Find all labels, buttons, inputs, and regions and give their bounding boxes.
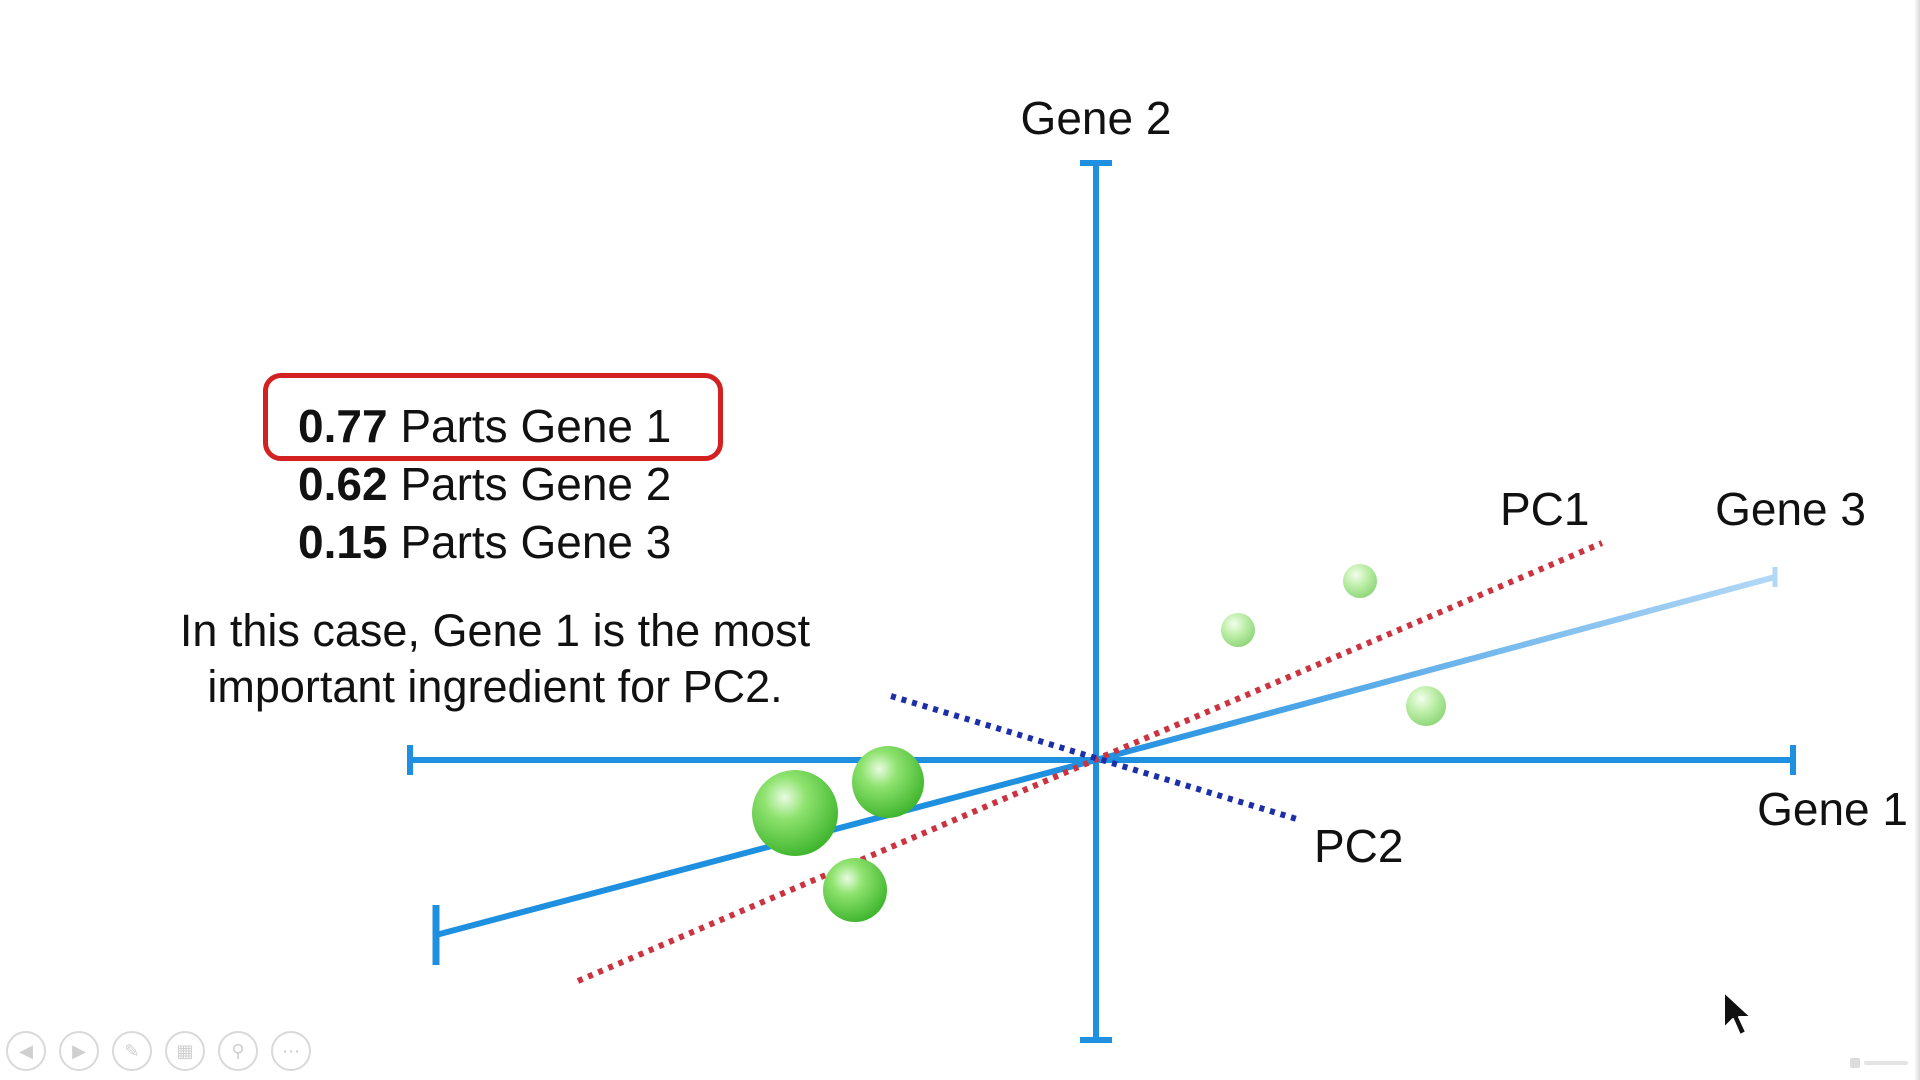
- next-icon[interactable]: ▶: [59, 1031, 99, 1071]
- previous-icon[interactable]: ◀: [6, 1031, 46, 1071]
- data-point: [1221, 613, 1255, 647]
- explanation-line-1: In this case, Gene 1 is the most: [179, 605, 811, 656]
- gene1-label: Gene 1: [1757, 783, 1908, 835]
- loading-value: 0.62: [298, 458, 388, 510]
- gene2-label: Gene 2: [1021, 92, 1172, 144]
- data-point: [1406, 686, 1446, 726]
- gene3-axis-back: [1095, 574, 1776, 763]
- gene3-axis-front: [435, 757, 1097, 938]
- pc1-line: [576, 540, 1604, 984]
- pen-icon[interactable]: ✎: [112, 1031, 152, 1071]
- loading-value: 0.15: [298, 516, 388, 568]
- explanation-line-2: important ingredient for PC2.: [207, 661, 783, 712]
- loading-gene1: 0.77 Parts Gene 1: [298, 398, 671, 454]
- loading-text: Parts Gene 2: [400, 458, 672, 510]
- mouse-cursor-icon: [1723, 991, 1752, 1036]
- slides-icon[interactable]: ▦: [165, 1031, 205, 1071]
- loading-gene3: 0.15 Parts Gene 3: [298, 514, 671, 570]
- slide-edge: [1914, 0, 1920, 1080]
- loading-text: Parts Gene 3: [400, 516, 672, 568]
- presentation-toolbar: ◀ ▶ ✎ ▦ ⚲ ⋯: [6, 1031, 311, 1071]
- data-point: [823, 858, 887, 922]
- pc1-label: PC1: [1500, 483, 1589, 535]
- zoom-icon[interactable]: ⚲: [218, 1031, 258, 1071]
- loading-value: 0.77: [298, 400, 388, 452]
- gene3-label: Gene 3: [1715, 483, 1866, 535]
- gene1-highlight-box: [263, 373, 723, 461]
- data-point: [752, 770, 838, 856]
- loading-gene2: 0.62 Parts Gene 2: [298, 456, 671, 512]
- data-point: [852, 746, 924, 818]
- explanation-text: In this case, Gene 1 is the most importa…: [130, 603, 860, 715]
- pc2-label: PC2: [1314, 820, 1403, 872]
- data-point: [1343, 564, 1377, 598]
- loading-text: Parts Gene 1: [400, 400, 672, 452]
- more-icon[interactable]: ⋯: [271, 1031, 311, 1071]
- pc2-line: [890, 693, 1301, 823]
- watermark-logo-icon: [1850, 1055, 1910, 1074]
